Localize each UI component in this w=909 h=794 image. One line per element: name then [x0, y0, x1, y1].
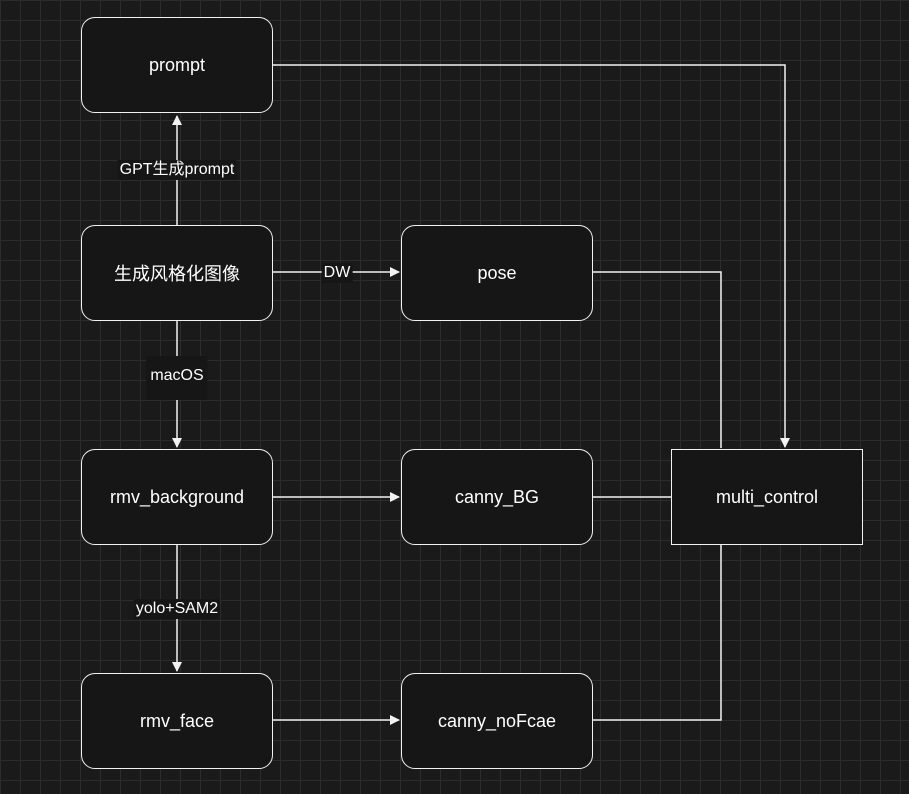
node-rmv-face[interactable]: rmv_face — [81, 673, 273, 769]
edge-label-gpt: GPT生成prompt — [117, 160, 237, 180]
node-canny-bg[interactable]: canny_BG — [401, 449, 593, 545]
node-prompt[interactable]: prompt — [81, 17, 273, 113]
edge-pose-to-multi-control — [593, 271, 722, 448]
edge-label-dw: DW — [321, 263, 353, 283]
edge-canny-noface-to-multi-control — [593, 545, 722, 721]
edge-label-macos: macOS — [146, 356, 208, 400]
node-multi-control[interactable]: multi_control — [671, 449, 863, 545]
edge-prompt-to-multi-control — [273, 64, 790, 448]
node-pose[interactable]: pose — [401, 225, 593, 321]
node-stylize-image[interactable]: 生成风格化图像 — [81, 225, 273, 321]
edge-label-yolo: yolo+SAM2 — [133, 599, 221, 619]
node-canny-noface[interactable]: canny_noFcae — [401, 673, 593, 769]
node-rmv-background[interactable]: rmv_background — [81, 449, 273, 545]
